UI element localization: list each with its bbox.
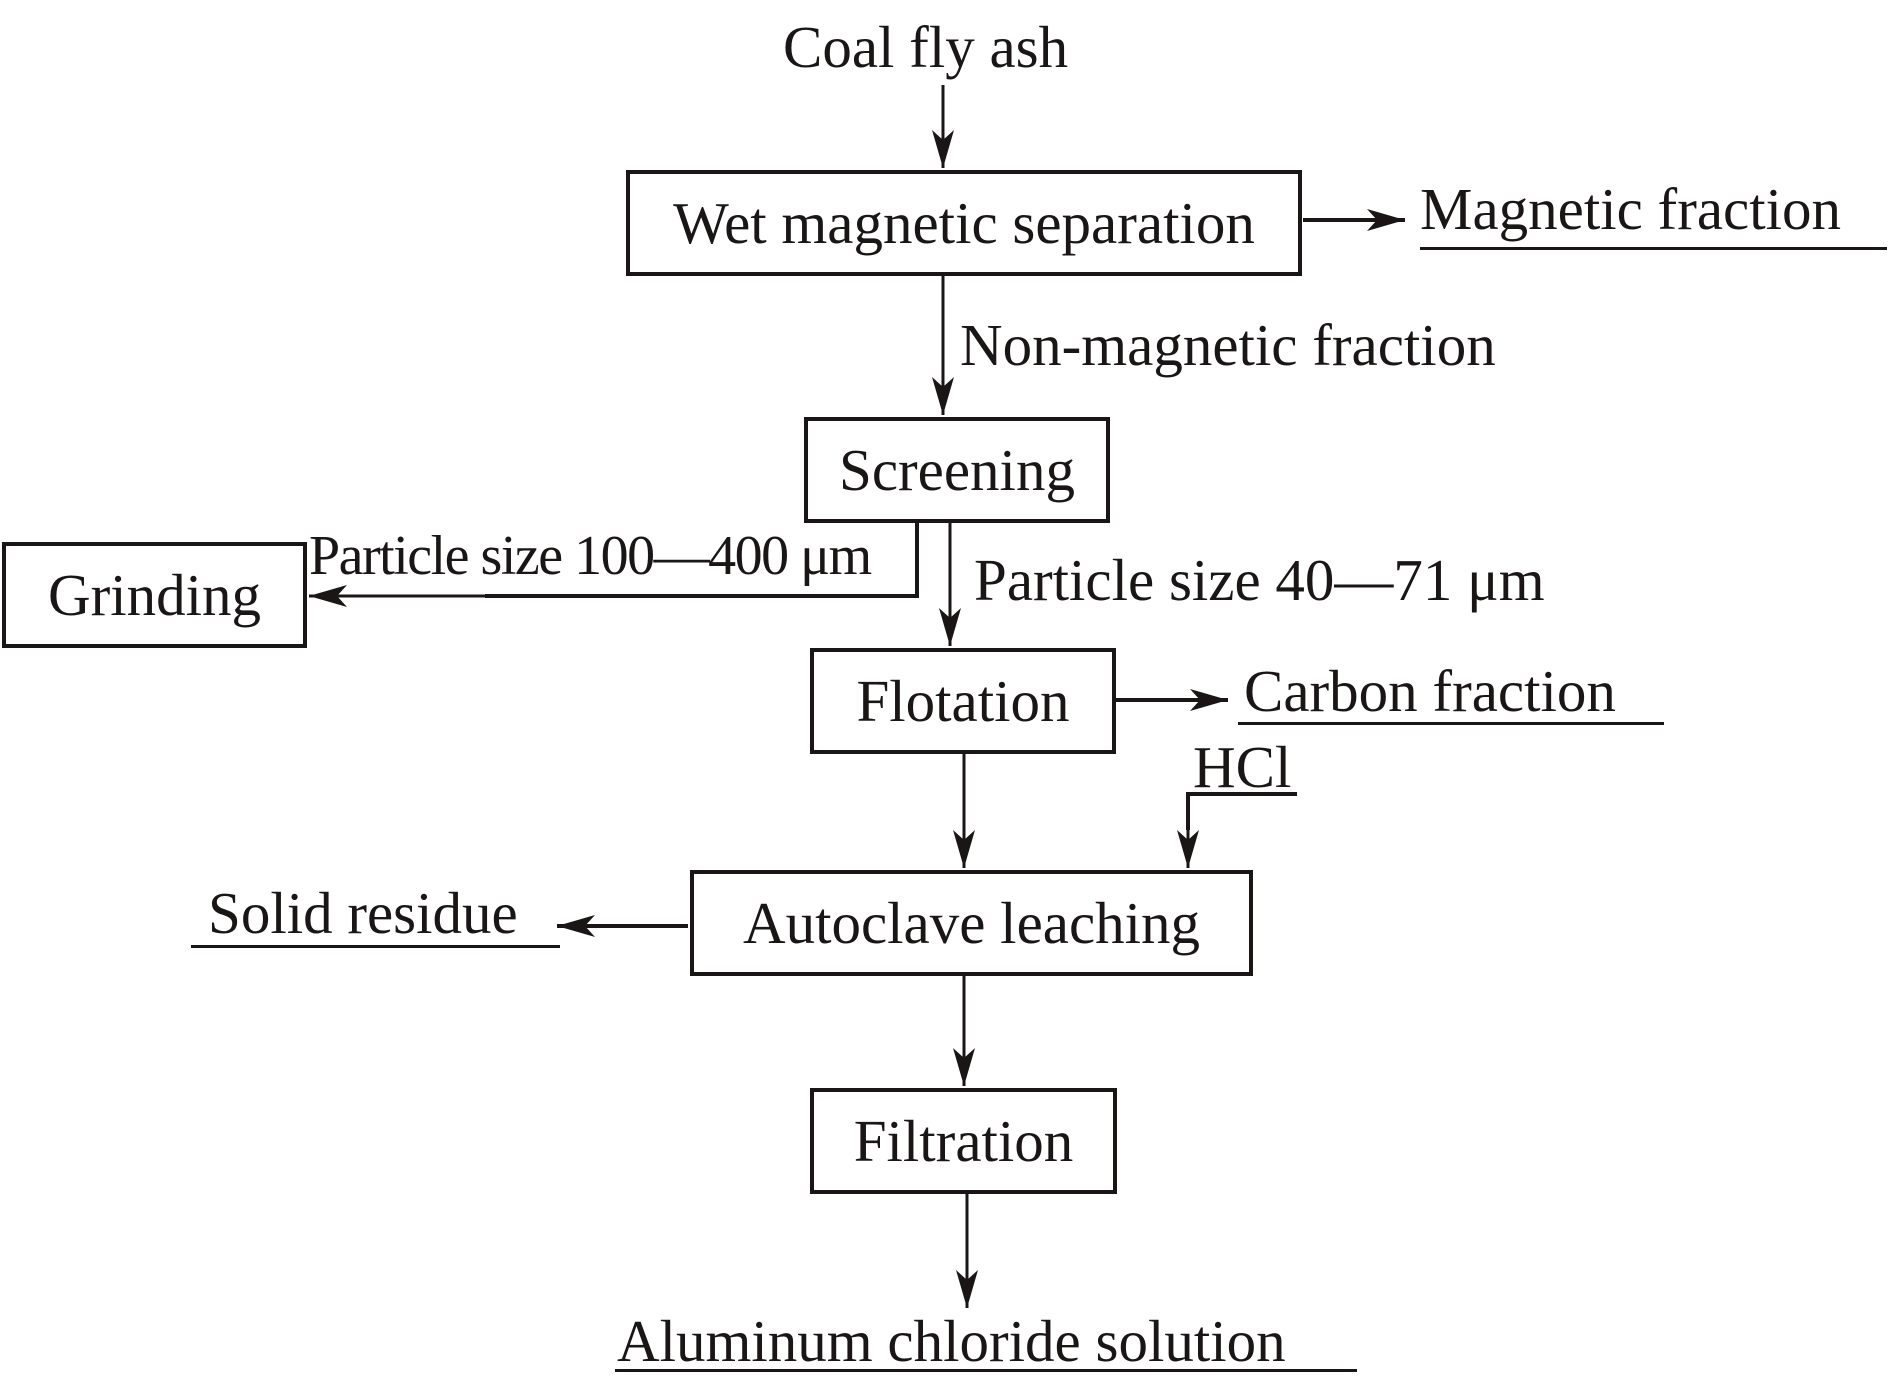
node-grinding-label: Grinding (47, 561, 262, 628)
arrow-hcl-to-autoclave (1186, 792, 1297, 830)
node-flotation: Flotation (810, 648, 1116, 754)
output-solid-residue: Solid residue (208, 880, 518, 946)
output-solid-residue-underline (191, 945, 560, 948)
node-screening: Screening (804, 417, 1110, 523)
edge-label-fine-particle-size: Particle size 40—71 μm (974, 547, 1545, 613)
node-wet-magnetic-separation-label: Wet magnetic separation (673, 189, 1255, 256)
arrow-screening-to-grinding (485, 523, 919, 598)
edge-label-coarse-particle-size: Particle size 100—400 μm (309, 525, 872, 587)
node-filtration: Filtration (810, 1088, 1117, 1194)
node-autoclave-leaching-label: Autoclave leaching (742, 889, 1201, 956)
node-grinding: Grinding (2, 542, 307, 648)
node-wet-magnetic-separation: Wet magnetic separation (626, 170, 1302, 276)
edge-label-non-magnetic-fraction: Non-magnetic fraction (960, 312, 1496, 378)
output-aluminum-chloride-solution-underline (615, 1369, 1357, 1372)
node-filtration-label: Filtration (853, 1107, 1074, 1174)
output-carbon-fraction: Carbon fraction (1244, 658, 1616, 724)
output-magnetic-fraction: Magnetic fraction (1420, 176, 1842, 242)
node-screening-label: Screening (839, 436, 1075, 503)
output-magnetic-fraction-underline (1420, 247, 1887, 250)
node-flotation-label: Flotation (856, 667, 1070, 734)
input-coal-fly-ash: Coal fly ash (783, 14, 1069, 80)
reagent-hcl: HCl (1193, 734, 1292, 800)
output-aluminum-chloride-solution: Aluminum chloride solution (617, 1308, 1286, 1374)
node-autoclave-leaching: Autoclave leaching (690, 870, 1253, 976)
output-carbon-fraction-underline (1238, 722, 1664, 725)
